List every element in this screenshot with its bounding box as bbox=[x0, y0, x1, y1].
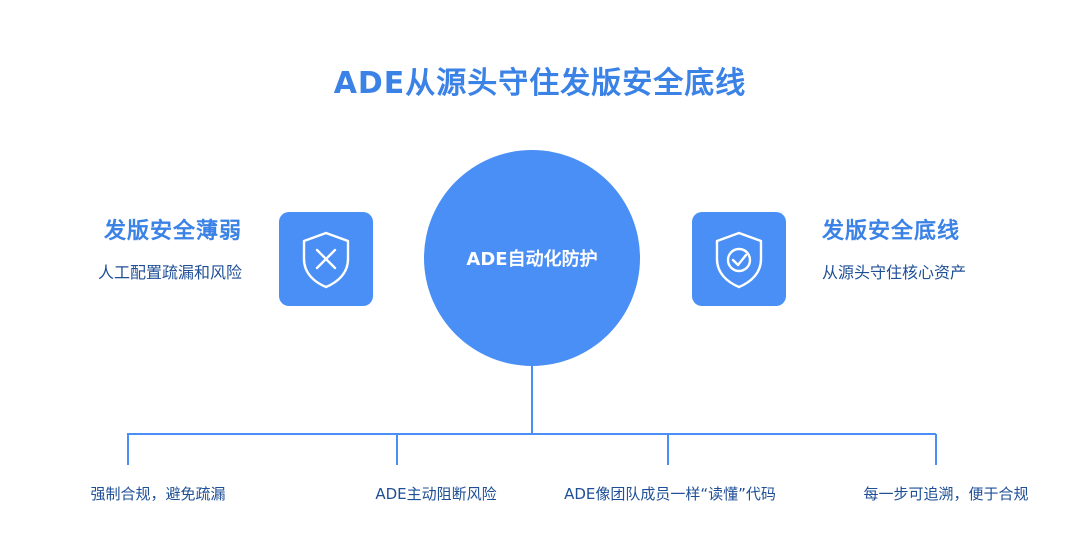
right-subtitle: 从源头守住核心资产 bbox=[822, 263, 967, 282]
branch-label-2: ADE主动阻断风险 bbox=[375, 485, 497, 503]
shield-x-icon bbox=[302, 231, 350, 289]
branch-label-3: ADE像团队成员一样“读懂”代码 bbox=[564, 485, 776, 503]
left-subtitle: 人工配置疏漏和风险 bbox=[97, 263, 242, 282]
branch-label-4: 每一步可追溯，便于合规 bbox=[863, 485, 1029, 503]
center-circle: ADE自动化防护 bbox=[424, 150, 640, 366]
shield-x-box bbox=[279, 212, 373, 306]
left-title: 发版安全薄弱 bbox=[103, 219, 242, 244]
right-title: 发版安全底线 bbox=[822, 219, 961, 244]
center-label: ADE自动化防护 bbox=[466, 249, 598, 270]
shield-check-icon bbox=[715, 231, 763, 289]
branch-label-1: 强制合规，避免疏漏 bbox=[90, 485, 226, 503]
diagram-title: ADE从源头守住发版安全底线 bbox=[333, 66, 747, 101]
shield-check-box bbox=[692, 212, 786, 306]
